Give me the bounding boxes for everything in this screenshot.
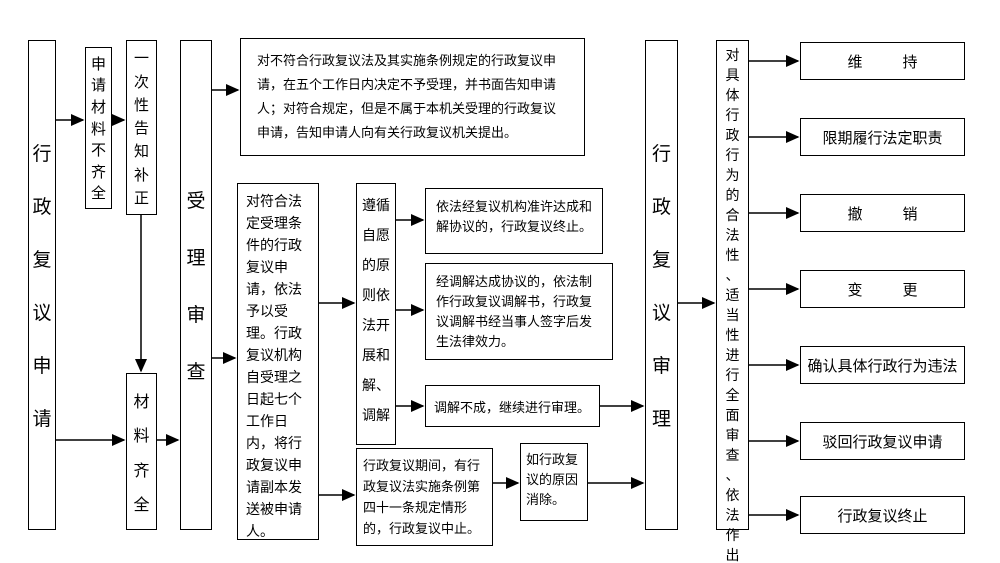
node-suspension-cause-removed: 如行政复议的原因消除。 (520, 443, 588, 521)
node-materials-incomplete: 申请材料不齐全 (85, 47, 112, 209)
outcome-label: 撤销 (847, 206, 958, 223)
node-outcome-change: 变更 (800, 270, 965, 308)
outcome-label: 确认具体行政行为违法 (807, 358, 958, 375)
node-voluntary-mediation-principle: 遵循自愿的原则依法开展和解、调解 (356, 183, 396, 445)
node-outcome-confirm-illegal: 确认具体行政行为违法 (800, 346, 965, 384)
node-outcome-revoke: 撤销 (800, 194, 965, 232)
outcome-label: 驳回行政复议申请 (822, 434, 943, 451)
node-outcome-reject-application: 驳回行政复议申请 (800, 422, 965, 460)
node-one-time-correction-notice: 一次性告知补正 (126, 40, 157, 215)
node-administrative-reconsideration-application: 行政复议申请 (28, 40, 56, 530)
node-acceptance-review: 受理审查 (180, 40, 212, 530)
node-mediation-document: 经调解达成协议的，依法制作行政复议调解书，行政复议调解书经当事人签字后发生法律效… (425, 263, 613, 360)
node-acceptance-rule-note: 对符合法定受理条件的行政复议申请，依法予以受理。行政复议机构自受理之日起七个工作… (237, 183, 319, 540)
outcome-label: 维持 (847, 54, 958, 71)
node-settlement-agreement: 依法经复议机构准许达成和解协议的，行政复议终止。 (425, 188, 603, 254)
node-materials-complete: 材料齐全 (126, 373, 157, 530)
node-outcome-termination: 行政复议终止 (800, 496, 965, 534)
node-outcome-ordered-performance: 限期履行法定职责 (800, 118, 965, 156)
node-reconsideration-hearing: 行政复议审理 (645, 40, 678, 530)
node-mediation-failed: 调解不成，继续进行审理。 (425, 385, 600, 427)
node-outcome-uphold: 维持 (800, 42, 965, 80)
outcome-label: 变更 (847, 282, 958, 299)
outcome-label: 行政复议终止 (837, 508, 928, 525)
node-rejection-rule-note: 对不符合行政复议法及其实施条例规定的行政复议申请，在五个工作日内决定不予受理，并… (240, 38, 585, 156)
outcome-label: 限期履行法定职责 (822, 130, 943, 147)
node-reconsideration-suspension: 行政复议期间，有行政复议法实施条例第四十一条规定情形的，行政复议中止。 (356, 448, 493, 546)
